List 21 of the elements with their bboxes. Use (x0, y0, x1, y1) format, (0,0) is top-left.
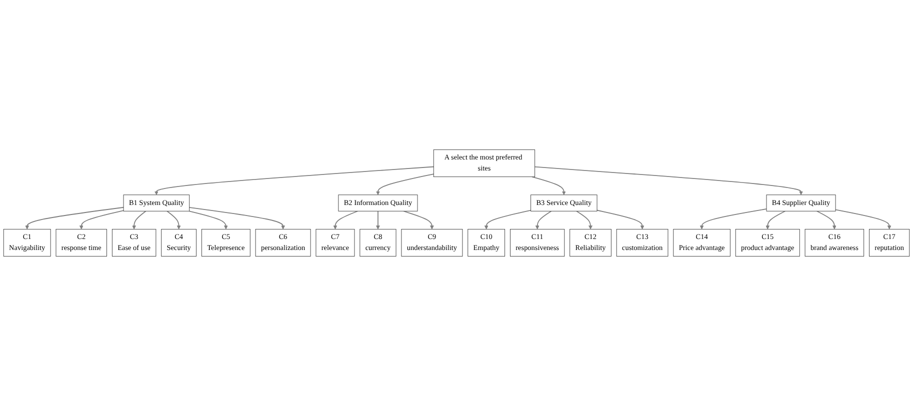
arrow (835, 209, 892, 230)
arrow (188, 210, 228, 230)
arrow (700, 208, 767, 230)
arrow (166, 210, 181, 230)
arrow (816, 210, 836, 230)
arrow (154, 166, 434, 196)
arrow (532, 176, 566, 196)
arrow (25, 206, 124, 230)
arrow (403, 210, 434, 230)
arrow (535, 210, 552, 230)
arrow (534, 166, 803, 196)
arrow (376, 174, 434, 196)
arrow (766, 210, 786, 230)
arrow (79, 210, 124, 230)
arrow (188, 207, 286, 230)
arrow (576, 210, 592, 230)
arrow (333, 210, 358, 230)
arrow (376, 210, 380, 230)
arrow (484, 210, 532, 230)
arrow (596, 210, 644, 230)
arrow (132, 210, 146, 230)
